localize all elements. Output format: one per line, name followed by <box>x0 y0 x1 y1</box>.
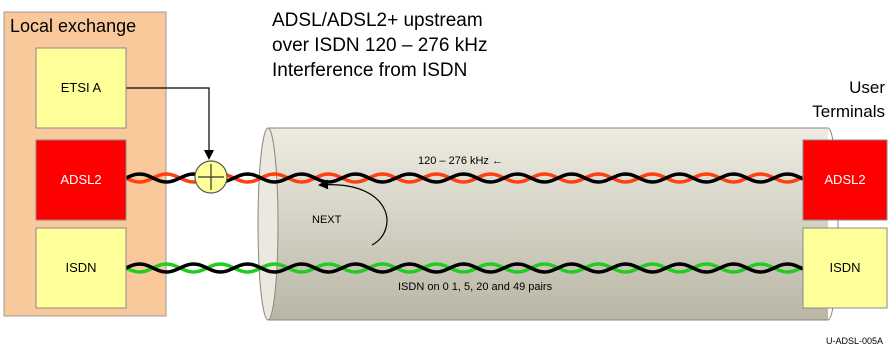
user-terminals-label: User Terminals <box>812 76 885 124</box>
isdn-wire-colored <box>124 262 804 274</box>
adsl-wire-black <box>124 172 804 184</box>
isdn-box-right <box>802 227 888 309</box>
adsl-box-right-label: ADSL2 <box>824 172 866 187</box>
cable <box>257 127 839 321</box>
etsi-box <box>35 47 127 129</box>
adsl-wire-colored <box>124 172 804 184</box>
title-line-3: Interference from ISDN <box>272 60 468 81</box>
etsi-box-label: ETSI A <box>60 80 102 95</box>
figure-id: U-ADSL-005A <box>825 336 883 346</box>
adsl-box-left <box>35 139 127 221</box>
diagram-title: ADSL/ADSL2+ upstream over ISDN 120 – 276… <box>272 8 672 83</box>
adsl-box-left-label: ADSL2 <box>60 172 102 187</box>
etsi-feed-line <box>124 87 214 160</box>
twisted-pairs <box>124 172 804 274</box>
next-arrow <box>318 179 388 246</box>
title-line-1: ADSL/ADSL2+ upstream <box>272 10 483 31</box>
adsl-box-right <box>802 139 888 221</box>
user-terminals-line-2: Terminals <box>812 102 885 121</box>
isdn-box-right-label: ISDN <box>829 260 861 275</box>
isdn-wire-black <box>124 262 804 274</box>
next-label: NEXT <box>312 214 342 226</box>
user-terminals-line-1: User <box>849 78 885 97</box>
title-line-2: over ISDN 120 – 276 kHz <box>272 35 488 56</box>
pairs-label: ISDN on 0 1, 5, 20 and 49 pairs <box>398 281 553 293</box>
local-exchange-label: Local exchange <box>10 16 137 36</box>
summing-node <box>194 160 228 194</box>
frequency-label: 120 – 276 kHz ← <box>418 155 503 167</box>
isdn-box-left-label: ISDN <box>65 260 97 275</box>
isdn-box-left <box>35 227 127 309</box>
